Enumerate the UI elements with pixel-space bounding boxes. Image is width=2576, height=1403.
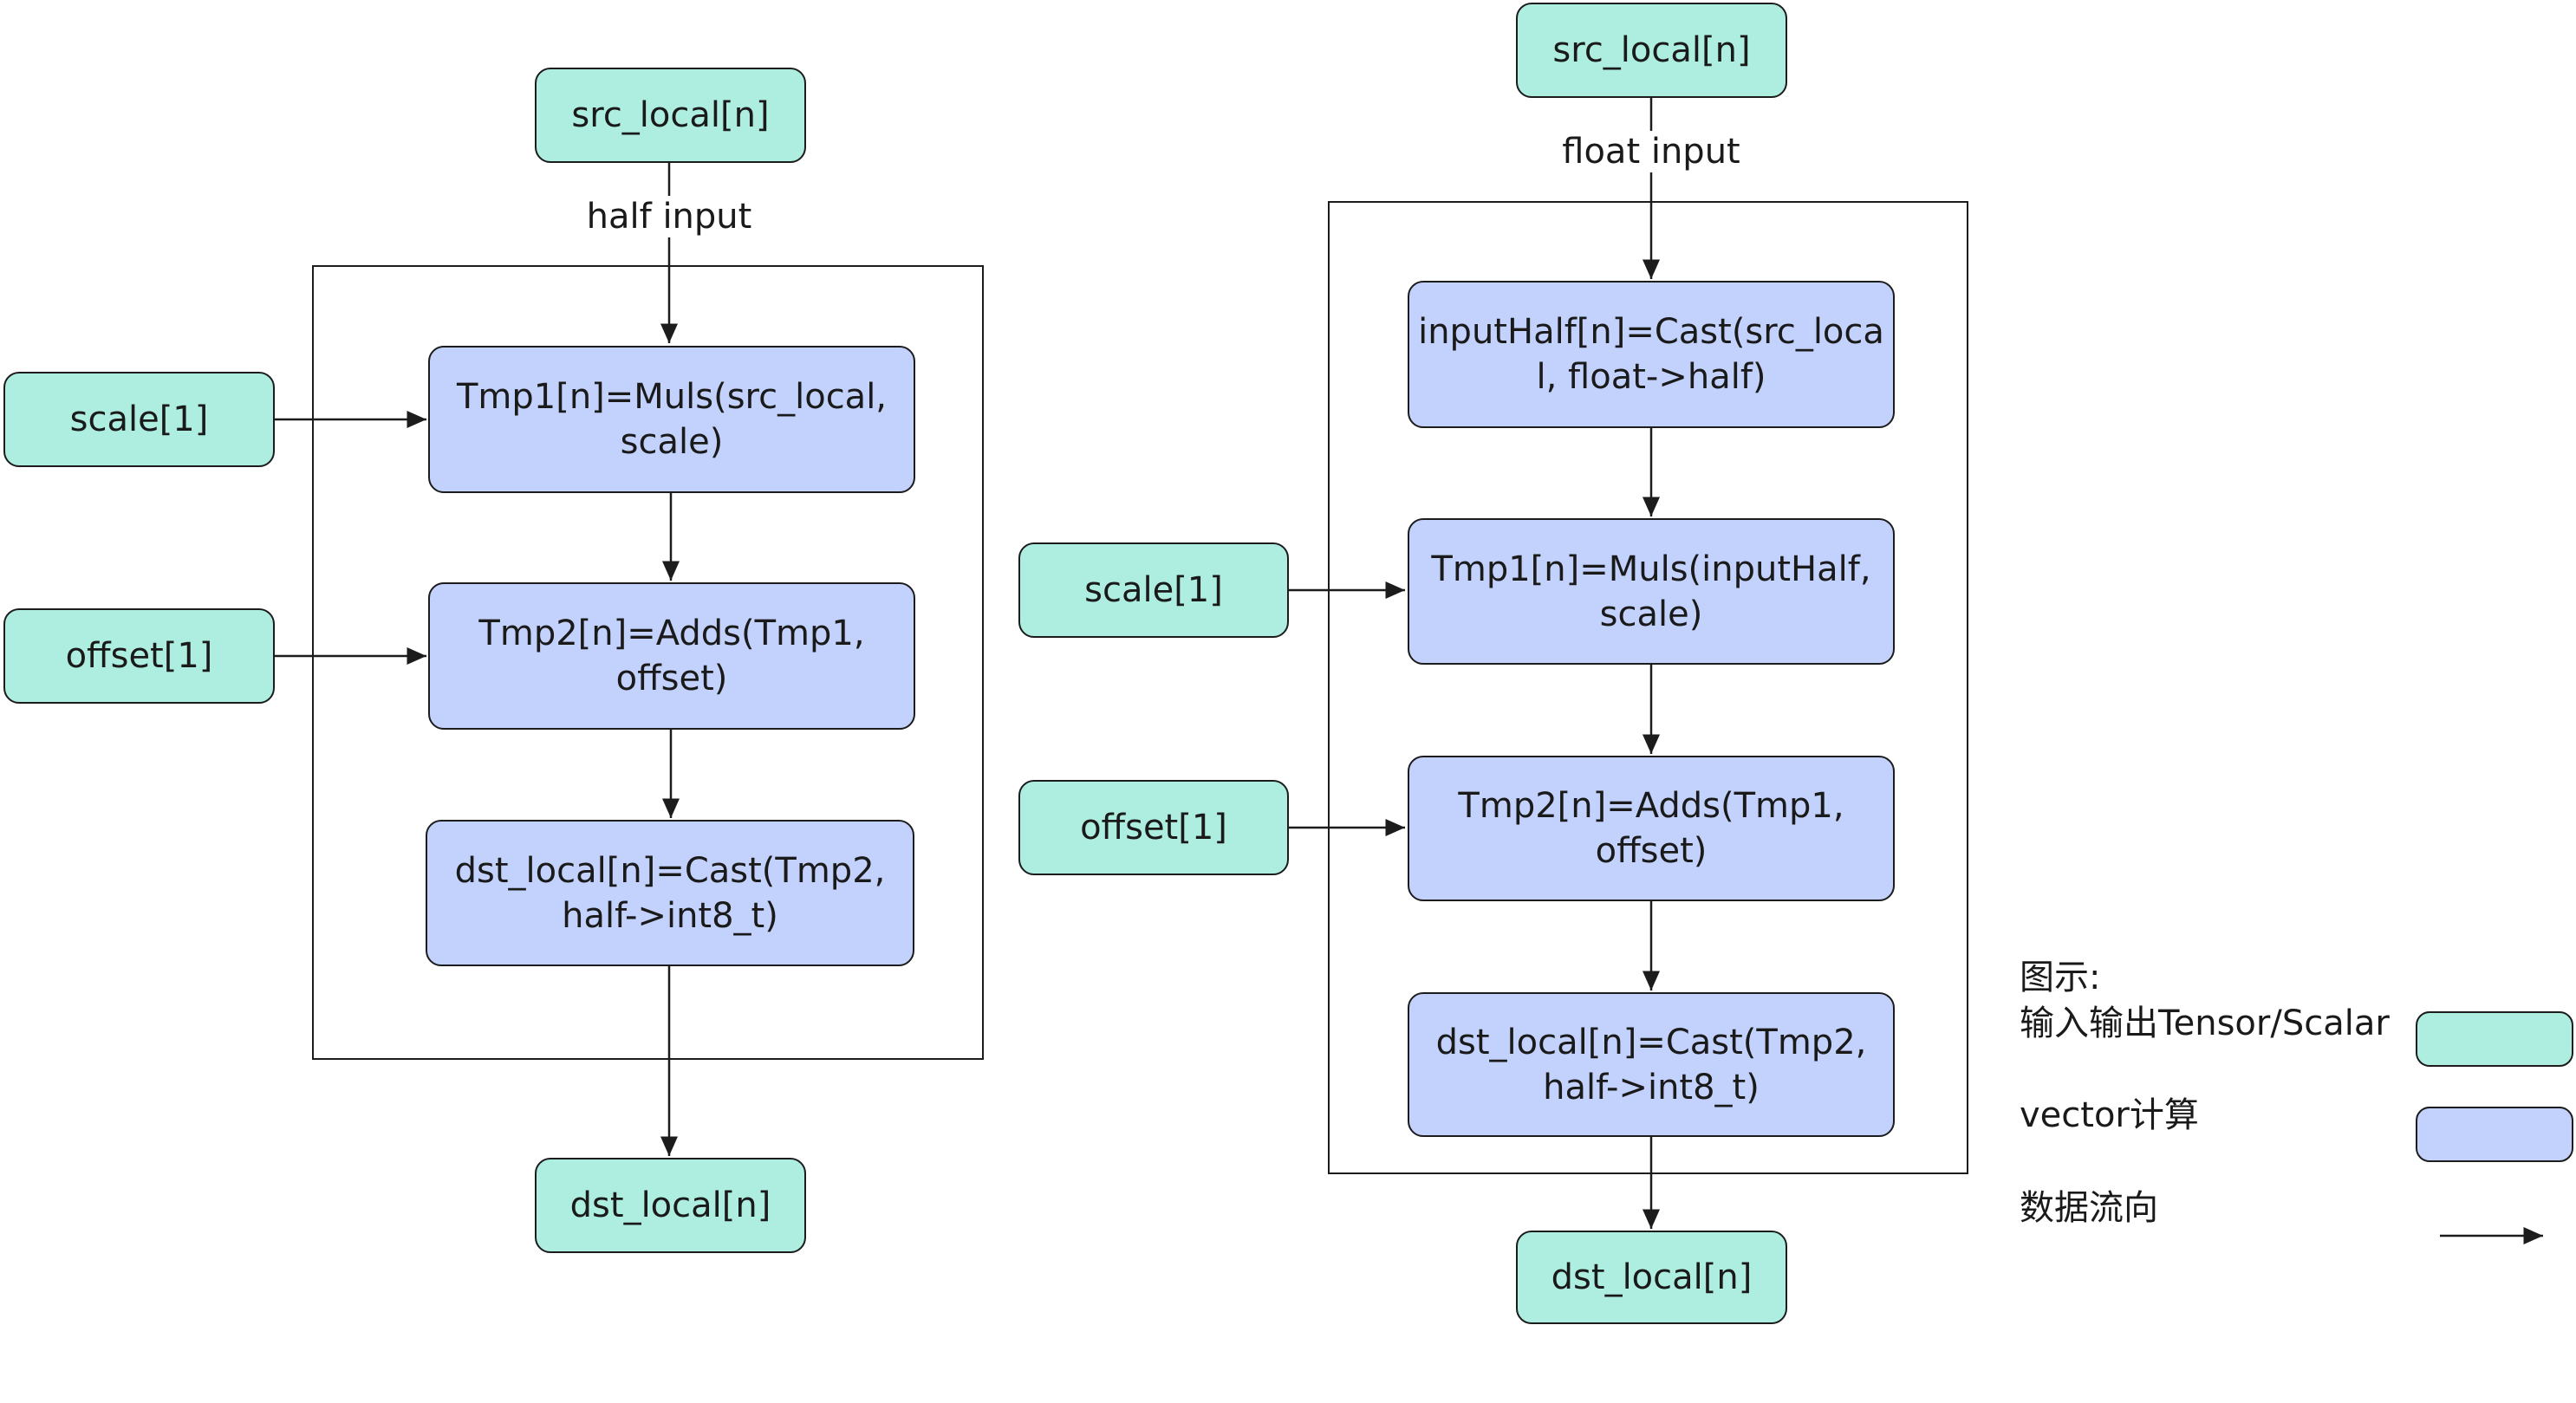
right-muls-node: Tmp1[n]=Muls(inputHalf, scale) [1408, 518, 1895, 665]
legend-title: 图示: [2020, 958, 2101, 997]
left-src-local-node: src_local[n] [535, 68, 806, 163]
right-offset-node: offset[1] [1018, 780, 1289, 875]
left-scale-node: scale[1] [3, 372, 275, 467]
right-input-cast-node: inputHalf[n]=Cast(src_loca l, float->hal… [1408, 281, 1895, 428]
left-adds-node: Tmp2[n]=Adds(Tmp1, offset) [428, 582, 915, 730]
right-float-input-label: float input [1557, 131, 1746, 172]
left-dst-local-node: dst_local[n] [535, 1158, 806, 1253]
left-half-input-label: half input [581, 196, 758, 237]
right-cast-node: dst_local[n]=Cast(Tmp2, half->int8_t) [1408, 992, 1895, 1137]
legend-vector-swatch [2416, 1107, 2573, 1162]
legend-io-swatch [2416, 1011, 2573, 1067]
right-adds-node: Tmp2[n]=Adds(Tmp1, offset) [1408, 756, 1895, 901]
left-cast-node: dst_local[n]=Cast(Tmp2, half->int8_t) [426, 820, 914, 966]
legend-flow-label: 数据流向 [2020, 1188, 2158, 1228]
left-muls-node: Tmp1[n]=Muls(src_local, scale) [428, 346, 915, 493]
right-src-local-node: src_local[n] [1516, 3, 1787, 98]
legend-io-label: 输入输出Tensor/Scalar [2020, 1004, 2390, 1043]
legend-vector-label: vector计算 [2020, 1095, 2199, 1135]
right-scale-node: scale[1] [1018, 542, 1289, 638]
left-offset-node: offset[1] [3, 608, 275, 704]
left-vector-frame [312, 265, 984, 1060]
right-vector-frame [1328, 201, 1968, 1174]
right-dst-local-node: dst_local[n] [1516, 1231, 1787, 1324]
